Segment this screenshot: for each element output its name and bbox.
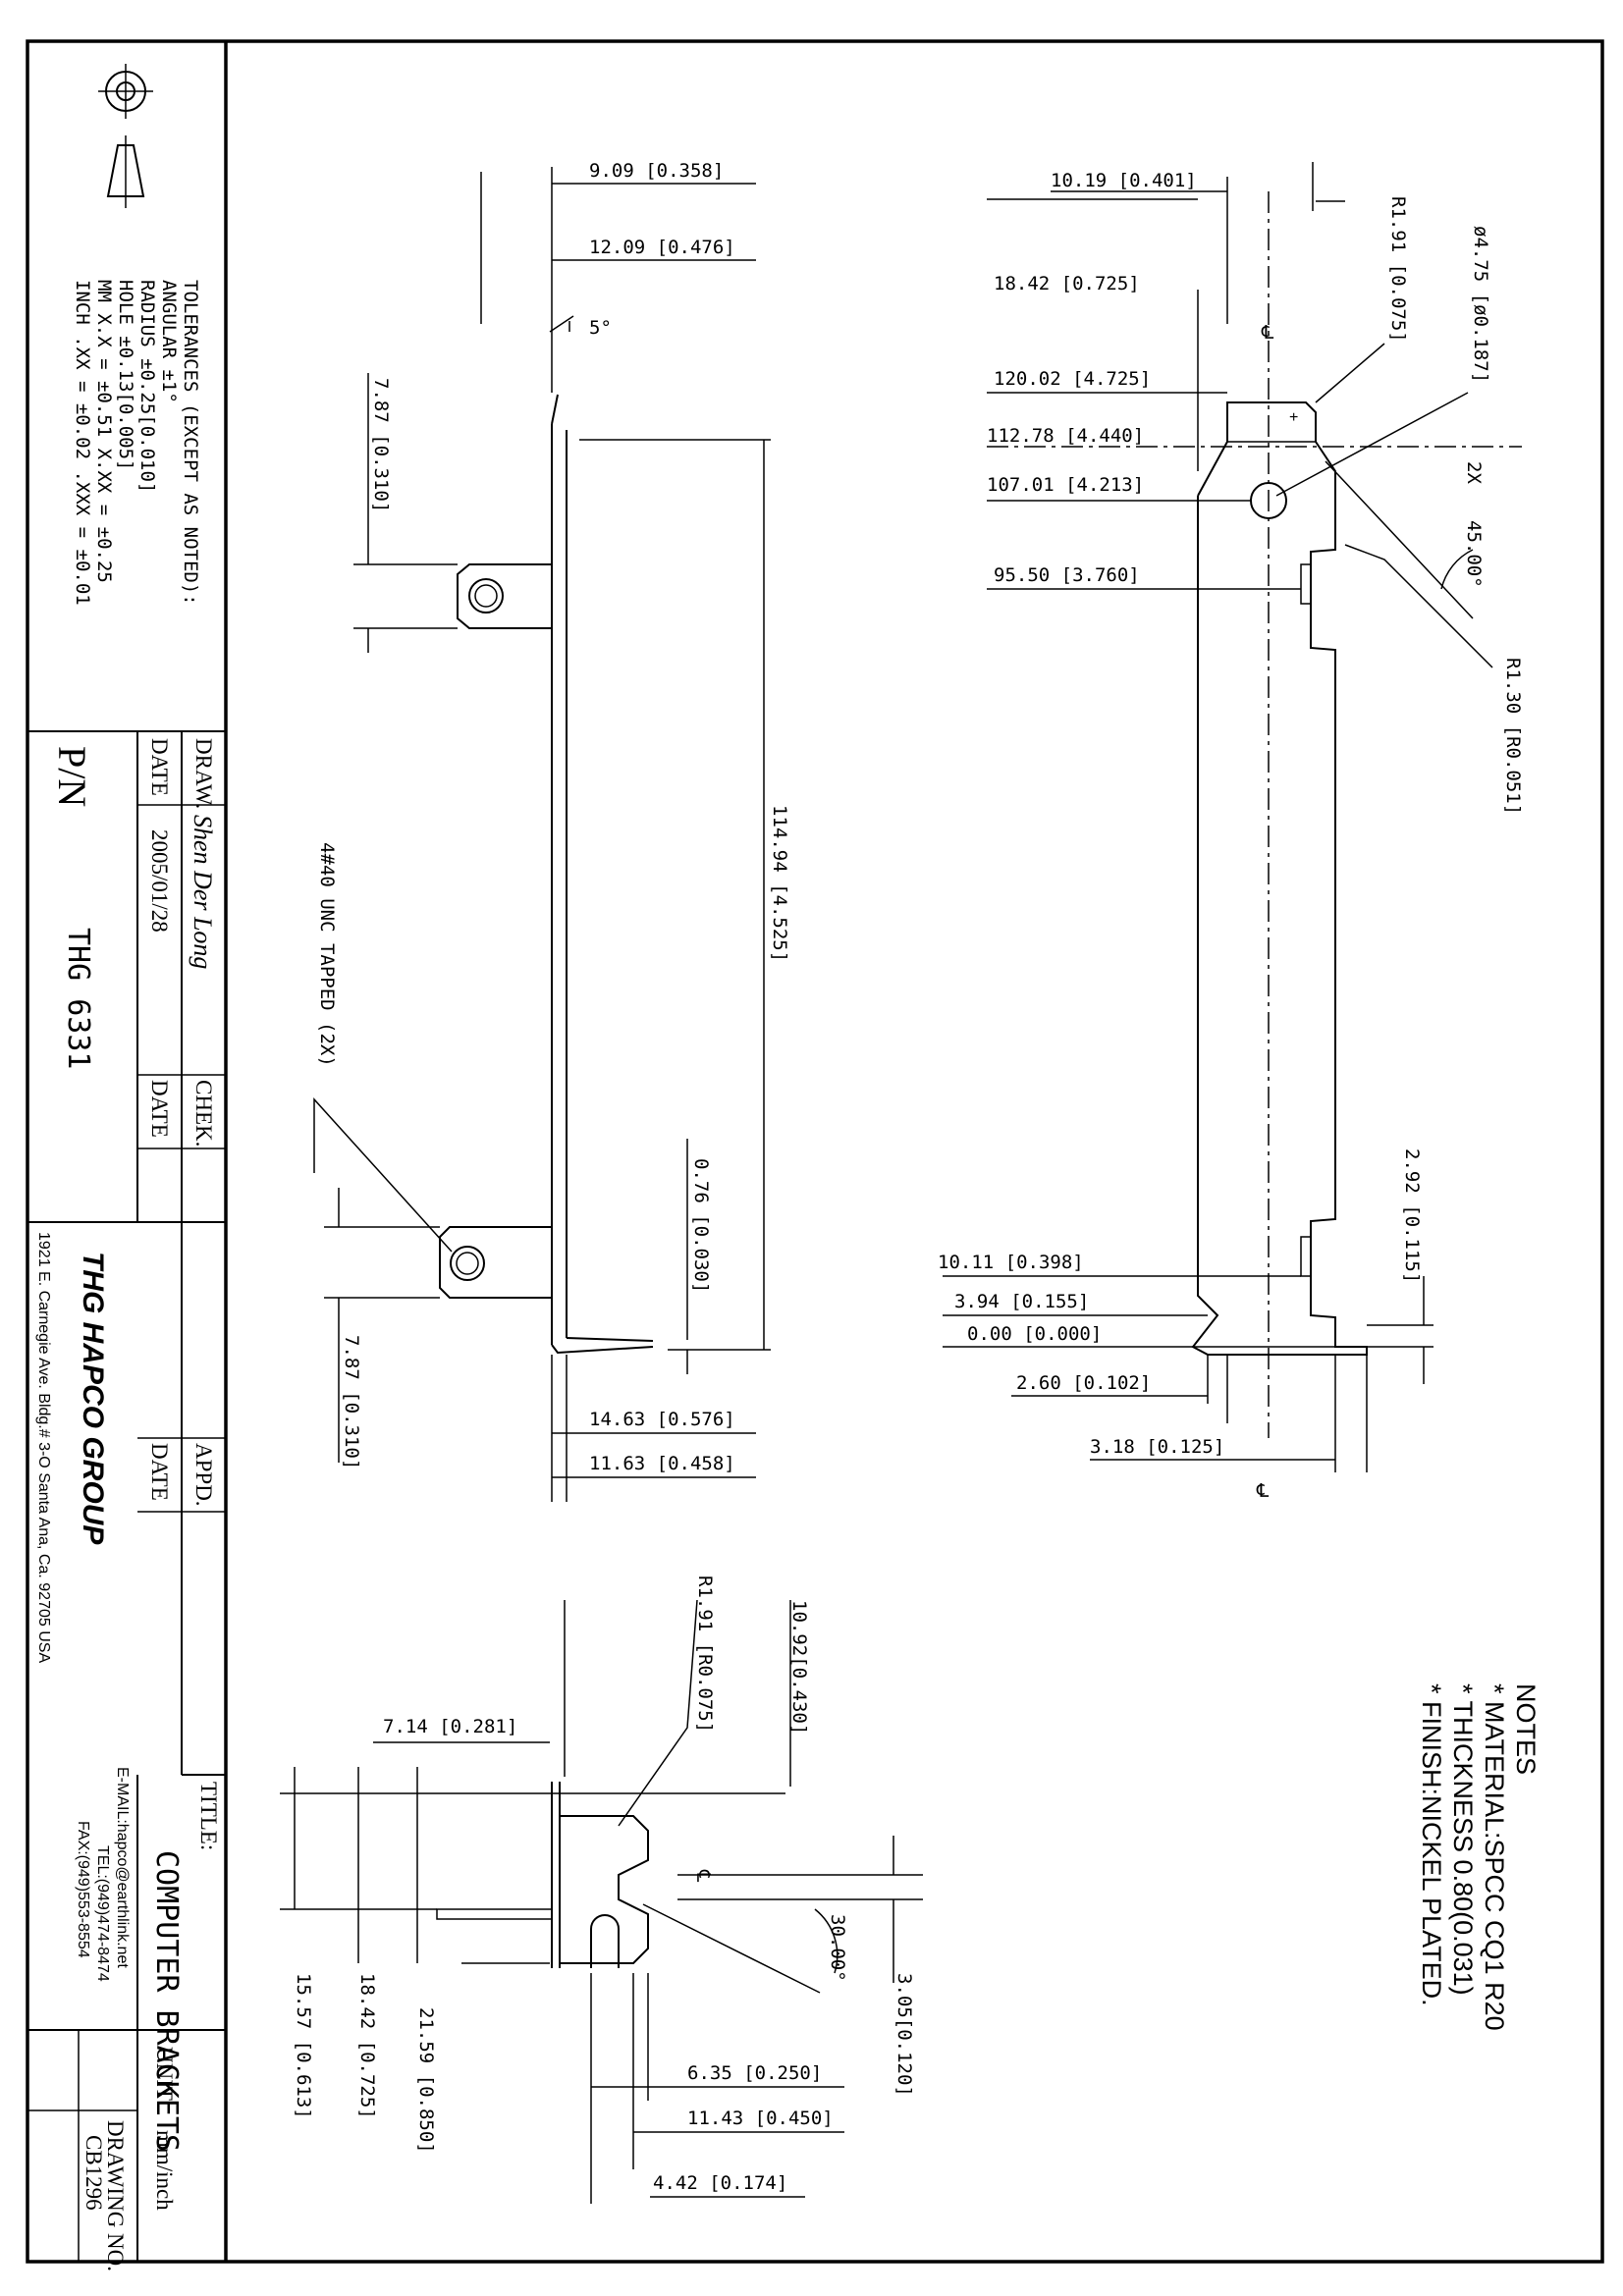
tolerance-mm: MM X.X = ±0.51 X.XX = ±0.25 xyxy=(93,280,115,583)
appd-label: APPD. xyxy=(191,1443,216,1507)
note-material: * MATERIAL:SPCC CQ1 R20 xyxy=(1480,1683,1509,2031)
dim-0-76: 0.76 [0.030] xyxy=(690,1158,712,1293)
appd-date-label: DATE xyxy=(147,1443,172,1501)
dim-18-42-c: 18.42 [0.725] xyxy=(356,1973,378,2119)
dim-7-87-upper: 7.87 [0.310] xyxy=(370,378,392,512)
chek-date-label: DATE xyxy=(147,1080,172,1138)
pn-value: THG 6331 xyxy=(61,928,95,1070)
chek-label: CHEK. xyxy=(191,1080,216,1147)
pn-label: P/N xyxy=(50,746,94,807)
dim-15-57: 15.57 [0.613] xyxy=(293,1973,314,2119)
dim-angle-5: 5° xyxy=(589,317,612,339)
notes-block: NOTES * MATERIAL:SPCC CQ1 R20 * THICKNES… xyxy=(1417,1683,1541,2031)
dim-r1-91-c: R1.91 [R0.075] xyxy=(694,1575,716,1733)
contact-tel: TEL:(949)474-8474 xyxy=(94,1845,111,1982)
title-label: TITLE: xyxy=(196,1782,221,1850)
dim-9-09: 9.09 [0.358] xyxy=(589,160,724,182)
drawing-no-value: CB1296 xyxy=(81,2135,106,2211)
dim-4-42: 4.42 [0.174] xyxy=(653,2172,787,2194)
dim-18-42: 18.42 [0.725] xyxy=(994,273,1140,294)
tolerance-heading: TOLERANCES (EXCEPT AS NOTED): xyxy=(180,280,201,606)
dim-r1-30: R1.30 [R0.051] xyxy=(1502,658,1524,815)
dim-10-11: 10.11 [0.398] xyxy=(938,1252,1084,1273)
center-mark-top: ℄ xyxy=(1261,322,1274,344)
dim-95-50: 95.50 [3.760] xyxy=(994,564,1140,586)
dim-r1-91: R1.91 [0.075] xyxy=(1387,196,1409,343)
dim-2-92: 2.92 [0.115] xyxy=(1401,1148,1423,1283)
svg-text:+: + xyxy=(1289,409,1298,426)
dim-0-00: 0.00 [0.000] xyxy=(967,1323,1102,1345)
dim-114-94: 114.94 [4.525] xyxy=(769,805,790,962)
dim-112-78: 112.78 [4.440] xyxy=(987,425,1144,447)
tolerance-hole: HOLE ±0.13[0.005] xyxy=(115,280,136,470)
note-thickness: * THICKNESS 0.80(0.031) xyxy=(1448,1683,1478,1996)
contact-fax: FAX:(949)553-8554 xyxy=(75,1821,91,1958)
dim-hole-4-75: ø4.75 [ø0.187] xyxy=(1470,226,1491,383)
draw-value: Shen Der Long xyxy=(189,815,217,969)
dim-14-63: 14.63 [0.576] xyxy=(589,1409,735,1430)
notes-heading: NOTES xyxy=(1511,1683,1541,1775)
unit-label: UNIT xyxy=(152,2047,177,2101)
tolerance-block: TOLERANCES (EXCEPT AS NOTED): ANGULAR ±1… xyxy=(72,280,201,606)
dim-120-02: 120.02 [4.725] xyxy=(994,368,1151,390)
dim-angle-30: 30.00° xyxy=(827,1914,848,1982)
note-finish: * FINISH:NICKEL PLATED. xyxy=(1417,1683,1446,2006)
unit-value: mm/inch xyxy=(152,2130,177,2211)
dim-11-63: 11.63 [0.458] xyxy=(589,1453,735,1474)
dim-107-01: 107.01 [4.213] xyxy=(987,474,1144,496)
dim-12-09: 12.09 [0.476] xyxy=(589,237,735,258)
dim-10-19: 10.19 [0.401] xyxy=(1051,170,1197,191)
tolerance-inch: INCH .XX = ±0.02 .XXX = ±0.01 xyxy=(72,280,93,606)
dim-21-59: 21.59 [0.850] xyxy=(415,2007,437,2154)
tolerance-angular: ANGULAR ±1° xyxy=(158,280,180,403)
tolerance-radius: RADIUS ±0.25[0.010] xyxy=(136,280,158,493)
center-mark-bottom: ℄ xyxy=(1256,1480,1270,1502)
center-mark-c: ℄ xyxy=(692,1869,714,1883)
projection-symbol xyxy=(98,64,153,208)
dim-11-43: 11.43 [0.450] xyxy=(687,2108,834,2129)
outer-frame xyxy=(26,39,1604,2264)
dim-3-05: 3.05[0.120] xyxy=(893,1973,915,2097)
date-value: 2005/01/28 xyxy=(147,829,172,933)
dim-2x: 2X xyxy=(1463,461,1485,484)
view-b: + 10.19 [0.401] R1.9 xyxy=(938,162,1524,1502)
view-a: 9.09 [0.358] 12.09 [0.476] 5° 7.87 [0.31… xyxy=(313,160,790,1502)
callout-tapped: 4#40 UNC TAPPED (2X) xyxy=(316,842,338,1067)
date-label: DATE xyxy=(147,738,172,796)
dim-angle-45: 45.00° xyxy=(1463,520,1485,588)
dim-6-35: 6.35 [0.250] xyxy=(687,2062,822,2084)
dim-2-60: 2.60 [0.102] xyxy=(1016,1372,1151,1394)
company-name: THG HAPCO GROUP xyxy=(77,1252,109,1545)
contact-email: E-MAIL:hapco@earthlink.net xyxy=(114,1767,131,1968)
dim-7-87-lower: 7.87 [0.310] xyxy=(341,1335,362,1469)
company-address: 1921 E. Carnegie Ave. Bldg.# 3-O Santa A… xyxy=(35,1232,52,1663)
view-c: 7.14 [0.281] R1.91 [R0.075] 10.92[0.430]… xyxy=(280,1575,923,2204)
dim-10-92: 10.92[0.430] xyxy=(788,1600,810,1735)
draw-label: DRAW. xyxy=(191,738,216,809)
dim-3-18: 3.18 [0.125] xyxy=(1090,1436,1224,1458)
drawing-no-label: DRAWING NO. xyxy=(103,2120,128,2271)
dim-7-14: 7.14 [0.281] xyxy=(383,1716,517,1737)
title-value: COMPUTER BRACKETS xyxy=(149,1850,184,2152)
dim-3-94: 3.94 [0.155] xyxy=(954,1291,1089,1312)
